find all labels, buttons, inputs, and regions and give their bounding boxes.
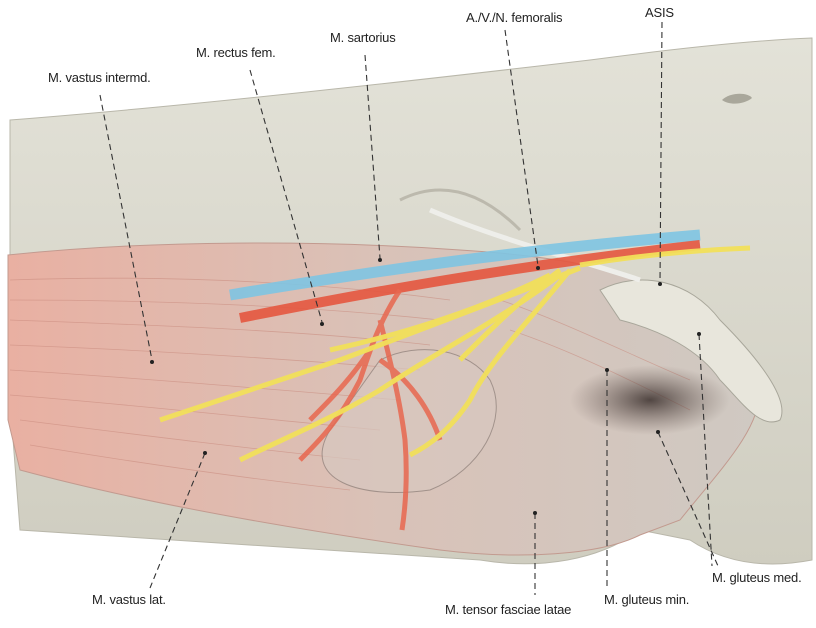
label-femoral-bundle: A./V./N. femoralis — [466, 10, 563, 25]
femoral-vein — [229, 229, 701, 301]
groin-fold — [399, 188, 522, 232]
artery-branches — [298, 288, 443, 531]
label-rectus-femoris: M. rectus fem. — [196, 45, 276, 60]
leader-dots — [150, 258, 701, 515]
femoral-artery — [239, 240, 701, 323]
label-tensor-fasciae-latae: M. tensor fasciae latae — [445, 602, 572, 617]
label-vastus-lateralis: M. vastus lat. — [92, 592, 166, 607]
label-gluteus-minimus: M. gluteus min. — [604, 592, 690, 607]
iliac-crest — [599, 279, 783, 423]
label-sartorius: M. sartorius — [330, 30, 396, 45]
label-gluteus-medius: M. gluteus med. — [712, 570, 802, 585]
label-vastus-intermedius: M. vastus intermd. — [48, 70, 151, 85]
umbilicus — [722, 93, 752, 104]
leader-lines — [99, 21, 719, 595]
label-asis: ASIS — [645, 5, 674, 20]
trochanter-outline — [321, 349, 497, 493]
femoral-nerve — [159, 245, 751, 463]
gluteal-shadow — [570, 365, 730, 435]
